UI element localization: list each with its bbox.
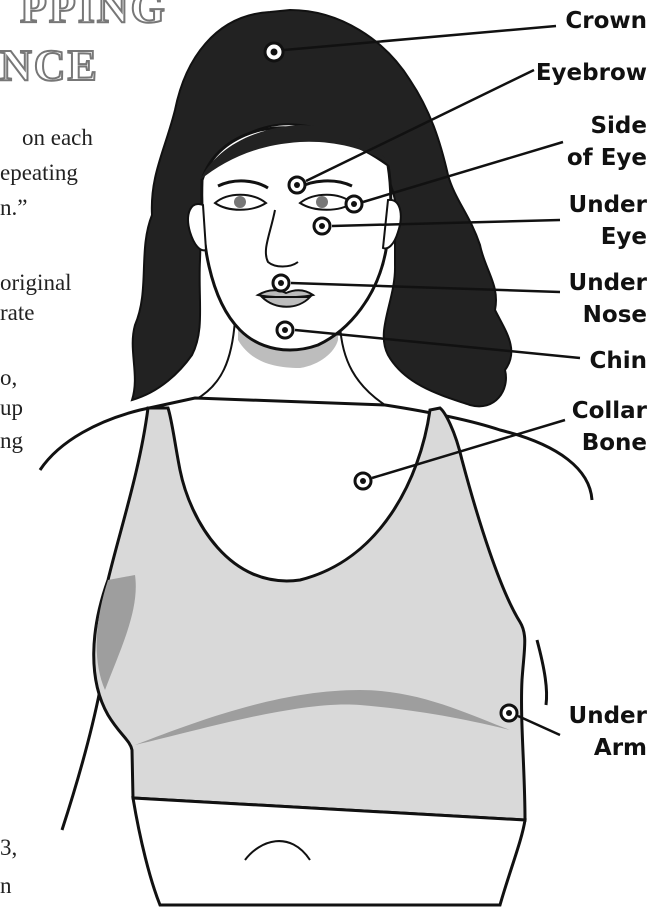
- label-side-of-eye-line-1: Side: [590, 113, 647, 139]
- label-under-nose-line-2: Nose: [583, 302, 647, 328]
- marker-under-nose: [273, 275, 289, 291]
- marker-side-of-eye: [346, 196, 362, 212]
- marker-crown: [265, 43, 283, 61]
- point-labels: Crown Eyebrow Side of Eye Under Eye Unde…: [536, 8, 648, 761]
- label-under-eye-line-1: Under: [569, 192, 648, 218]
- label-under-nose-line-1: Under: [569, 270, 648, 296]
- marker-under-eye: [314, 218, 330, 234]
- label-collar-bone-line-2: Bone: [582, 430, 647, 456]
- label-under-arm-line-2: Arm: [594, 735, 647, 761]
- body-text-line: on each: [22, 125, 93, 150]
- marker-chin: [277, 322, 293, 338]
- arm-right: [537, 640, 547, 705]
- body-text-line: rate: [0, 300, 34, 325]
- marker-collar-bone: [355, 473, 371, 489]
- body-text-line: 3,: [0, 835, 17, 860]
- label-eyebrow: Eyebrow: [536, 60, 647, 86]
- label-collar-bone-line-1: Collar: [572, 398, 648, 424]
- shoulders: [40, 398, 592, 500]
- heading-line-1: PPING: [20, 0, 167, 32]
- label-crown: Crown: [565, 8, 647, 34]
- iris-right: [316, 196, 328, 208]
- body-text-line: n.”: [0, 195, 27, 220]
- body-text-line: o,: [0, 365, 17, 390]
- label-under-eye-line-2: Eye: [601, 224, 647, 250]
- label-chin: Chin: [589, 348, 647, 374]
- label-side-of-eye-line-2: of Eye: [567, 145, 647, 171]
- body-text-line: ng: [0, 428, 24, 453]
- marker-eyebrow: [289, 177, 305, 193]
- body-text-line: epeating: [0, 160, 78, 185]
- arm-left: [62, 690, 100, 830]
- iris-left: [234, 196, 246, 208]
- leader-line-under-arm: [518, 716, 560, 735]
- body-text-line: up: [0, 395, 23, 420]
- body-text-line: n: [0, 873, 12, 898]
- body-text: on each epeating n.” original rate o, up…: [0, 125, 93, 898]
- heading-line-2: NCE: [0, 41, 99, 90]
- marker-under-arm: [501, 705, 517, 721]
- label-under-arm-line-1: Under: [569, 703, 648, 729]
- body-text-line: original: [0, 270, 72, 295]
- face: [202, 128, 391, 350]
